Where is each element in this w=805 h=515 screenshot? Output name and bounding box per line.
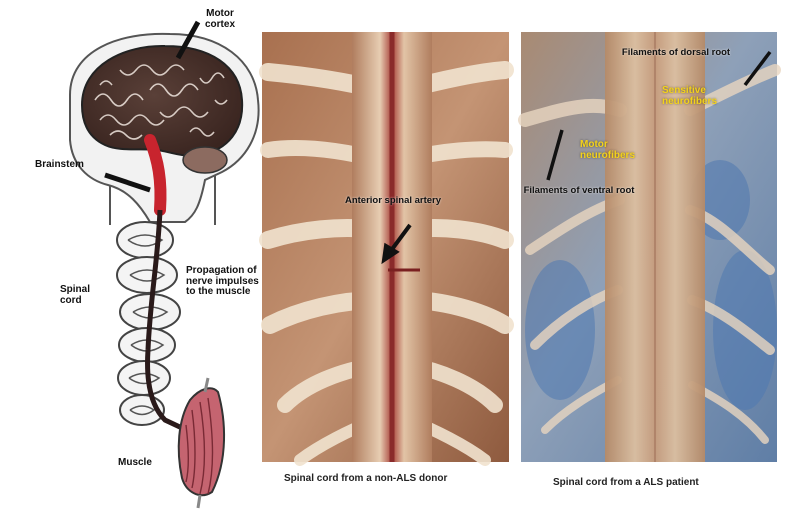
label-anterior-spinal-artery: Anterior spinal artery — [343, 196, 443, 206]
label-muscle: Muscle — [118, 458, 152, 469]
caption-als: Spinal cord from a ALS patient — [553, 478, 699, 489]
label-motor-neurofibers: Motor neurofibers — [580, 140, 650, 161]
label-brainstem: Brainstem — [35, 160, 84, 171]
label-ventral-root: Filaments of ventral root — [523, 186, 635, 196]
photo-non-als — [262, 32, 509, 462]
brain — [82, 46, 242, 156]
caption-non-als: Spinal cord from a non-ALS donor — [284, 474, 447, 485]
label-motor-cortex: Motor cortex — [195, 9, 245, 30]
muscle-illustration — [179, 378, 224, 508]
label-sensitive-neurofibers: Sensitive neurofibers — [662, 86, 742, 107]
cerebellum — [183, 147, 227, 173]
label-propagation: Propagation of nerve impulses to the mus… — [186, 266, 264, 298]
label-spinal-cord: Spinal cord — [60, 285, 100, 306]
label-dorsal-root: Filaments of dorsal root — [620, 48, 732, 58]
